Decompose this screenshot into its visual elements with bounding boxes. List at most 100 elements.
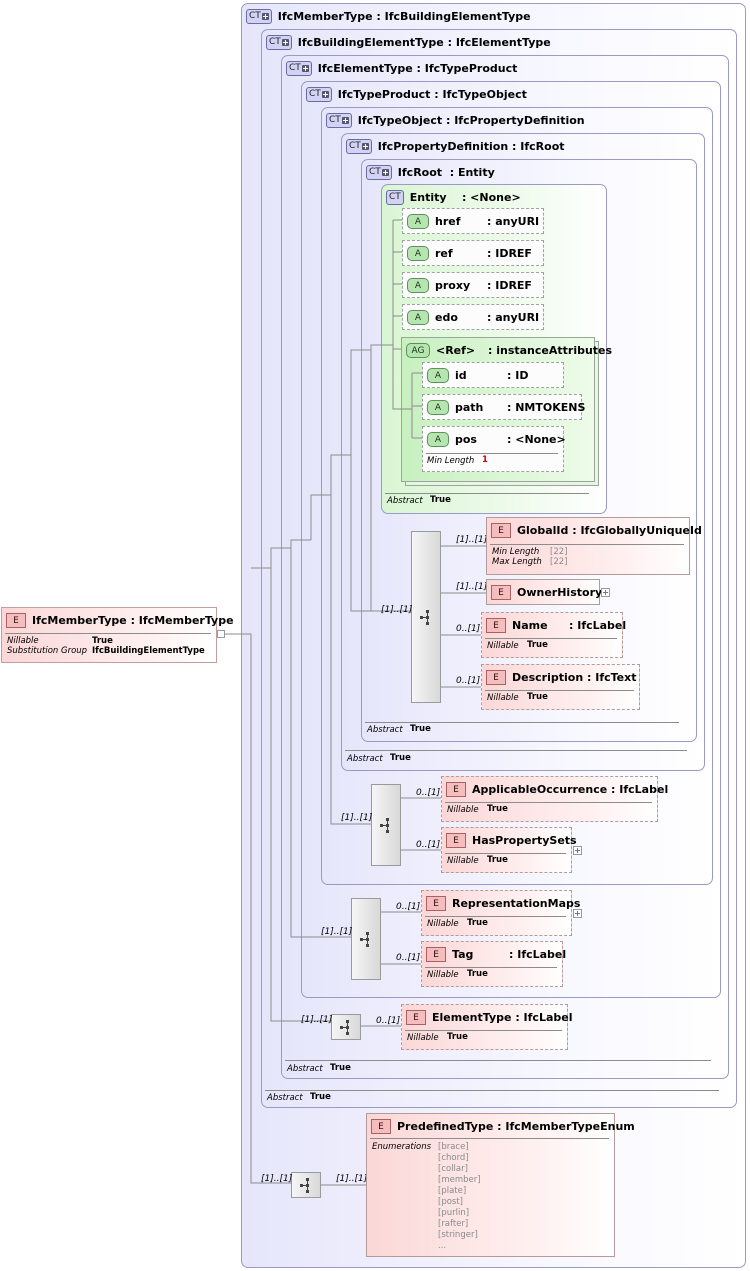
element-type: : IfcText [587, 671, 637, 684]
nillable-label: Nillable [487, 641, 519, 651]
complex-type-icon: CT [386, 189, 404, 205]
attr-type: : <None> [507, 433, 566, 446]
ct-name: IfcElementType [317, 61, 413, 75]
element-type: : IfcMemberTypeEnum [497, 1120, 635, 1133]
complex-type-icon: CT [286, 60, 312, 76]
ct-name: IfcBuildingElementType [297, 35, 444, 49]
ct-name: IfcMemberType [277, 9, 373, 23]
complex-type-icon: CT [246, 8, 272, 24]
ct-type: : IfcElementType [447, 35, 551, 49]
element-name: IfcMemberType [32, 614, 127, 627]
element-icon: E [446, 833, 466, 848]
attribute-icon: A [427, 368, 449, 383]
nillable-value: True [487, 804, 508, 814]
element-type: : IfcLabel [509, 948, 567, 961]
enum-item: [chord] [438, 1153, 469, 1163]
seq-card-elementtype: [1]..[1] [301, 1015, 333, 1025]
nillable-value: True [92, 636, 113, 646]
enum-item: [plate] [438, 1186, 467, 1196]
element-icon: E [486, 618, 506, 633]
substitution-group-label: Substitution Group [7, 646, 88, 656]
abstract-label: Abstract [267, 1093, 303, 1103]
nillable-value: True [467, 918, 488, 928]
attr-type: : ID [507, 369, 529, 382]
element-name: RepresentationMaps [452, 897, 581, 910]
abstract-label: Abstract [287, 1064, 323, 1074]
attr-name: proxy [435, 279, 471, 292]
element-icon: E [371, 1119, 391, 1134]
complex-type-icon: CT [306, 86, 332, 102]
min-length-label: Min Length [492, 547, 540, 557]
ag-name: <Ref> [436, 344, 476, 357]
attribute-icon: A [427, 432, 449, 447]
attribute-icon: A [407, 214, 429, 229]
enum-item: [collar] [438, 1164, 468, 1174]
abstract-value: True [390, 753, 411, 763]
card-globalid: [1]..[1] [456, 535, 488, 545]
seq-card-typeobject: [1]..[1] [341, 813, 373, 823]
ct-name: IfcTypeProduct [337, 87, 431, 101]
element-name: Description [512, 671, 584, 684]
ct-name: IfcTypeObject [357, 113, 443, 127]
element-name: ElementType [432, 1011, 512, 1024]
attribute-icon: A [427, 400, 449, 415]
card-elementtype: 0..[1] [376, 1016, 401, 1026]
attr-type: : IDREF [487, 279, 532, 292]
ct-type: : IfcRoot [512, 139, 565, 153]
abstract-value: True [310, 1092, 331, 1102]
min-length-value: [22] [550, 547, 568, 557]
card-name: 0..[1] [456, 624, 481, 634]
enum-item: [rafter] [438, 1219, 469, 1229]
nillable-label: Nillable [447, 856, 479, 866]
max-length-value: [22] [550, 557, 568, 567]
nillable-value: True [527, 692, 548, 702]
card-applicableoccurrence: 0..[1] [416, 788, 441, 798]
element-name: Name [512, 619, 548, 632]
collapse-toggle[interactable] [217, 630, 225, 638]
sequence-icons [300, 610, 429, 1193]
enum-item: ... [438, 1241, 447, 1251]
ag-type: : instanceAttributes [488, 344, 613, 357]
complex-type-icon: CT [346, 138, 372, 154]
abstract-label: Abstract [367, 725, 403, 735]
nillable-label: Nillable [487, 693, 519, 703]
complex-type-icon: CT [266, 34, 292, 50]
card-ownerhistory: [1]..[1] [456, 582, 488, 592]
element-type: : IfcLabel [611, 783, 669, 796]
attr-name: ref [435, 247, 453, 260]
abstract-value: True [410, 724, 431, 734]
seq-card-typeproduct: [1]..[1] [321, 927, 353, 937]
expand-haspropertysets[interactable] [573, 846, 582, 855]
expand-ownerhistory[interactable] [601, 588, 610, 597]
element-icon: E [426, 947, 446, 962]
min-length-label: Min Length [427, 456, 475, 466]
max-length-label: Max Length [492, 557, 542, 567]
expand-representationmaps[interactable] [573, 909, 582, 918]
ct-name: Entity [409, 190, 447, 204]
substitution-group-value: IfcBuildingElementType [92, 646, 205, 656]
attribute-icon: A [407, 278, 429, 293]
nillable-label: Nillable [427, 970, 459, 980]
nillable-label: Nillable [7, 636, 39, 646]
element-name: ApplicableOccurrence [472, 783, 608, 796]
seq-card-root: [1]..[1] [381, 605, 413, 615]
